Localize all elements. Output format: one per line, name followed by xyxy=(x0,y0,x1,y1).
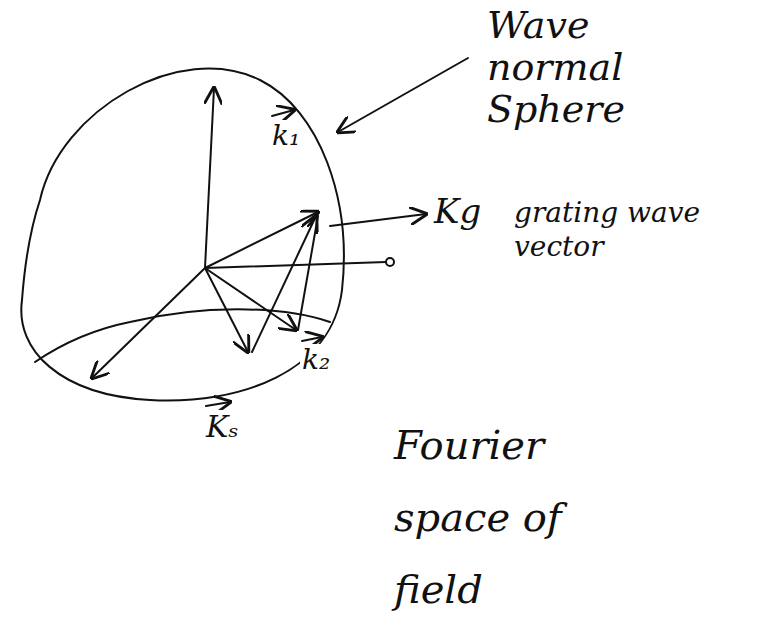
x-axis xyxy=(92,268,205,378)
vector-label: Kg xyxy=(432,192,483,230)
kg-pointer xyxy=(330,214,426,226)
space-note: Fourier space of field xyxy=(392,409,596,625)
vector-label: k₂ xyxy=(300,344,332,376)
y-axis xyxy=(205,262,386,268)
equator-curve xyxy=(35,309,330,362)
vector-description: grating wave vector xyxy=(512,196,736,264)
k1-overarrow xyxy=(272,110,294,116)
ks-vector xyxy=(205,268,248,352)
sphere-pointer xyxy=(338,58,468,132)
k2-overarrow xyxy=(302,337,322,341)
k2-kg-link xyxy=(298,216,318,330)
ks-overarrow xyxy=(206,402,230,406)
k1-vector xyxy=(205,212,318,268)
sphere-title: Wave normal Sphere xyxy=(485,4,699,130)
vector-label: k₁ xyxy=(270,120,302,152)
sphere-outline xyxy=(21,68,344,400)
z-axis xyxy=(205,88,214,268)
vector-label: Kₛ xyxy=(204,410,241,444)
axis-end xyxy=(386,258,394,266)
k2-vector xyxy=(205,268,296,330)
